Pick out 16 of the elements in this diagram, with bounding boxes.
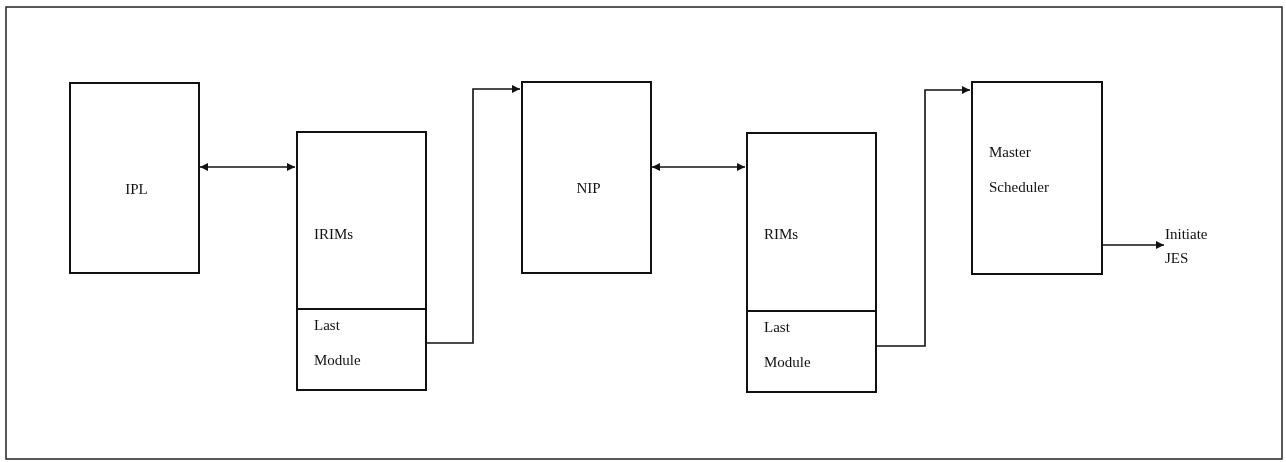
process-box xyxy=(746,132,877,393)
box-label: Master Scheduler xyxy=(989,143,1050,197)
process-box xyxy=(521,81,652,274)
box-label: Last Module xyxy=(764,318,812,372)
box-label: Initiate JES xyxy=(1165,225,1209,268)
box-label: IRIMs xyxy=(314,225,355,244)
process-box xyxy=(296,131,427,391)
box-label: NIP xyxy=(575,179,602,198)
box-label: Last Module xyxy=(314,316,362,370)
box-label: IPL xyxy=(124,180,149,199)
arrow xyxy=(1102,241,1165,249)
process-box xyxy=(971,81,1103,275)
process-box xyxy=(69,82,200,274)
arrow xyxy=(651,163,746,171)
box-label: RIMs xyxy=(764,225,800,244)
arrow xyxy=(199,163,296,171)
